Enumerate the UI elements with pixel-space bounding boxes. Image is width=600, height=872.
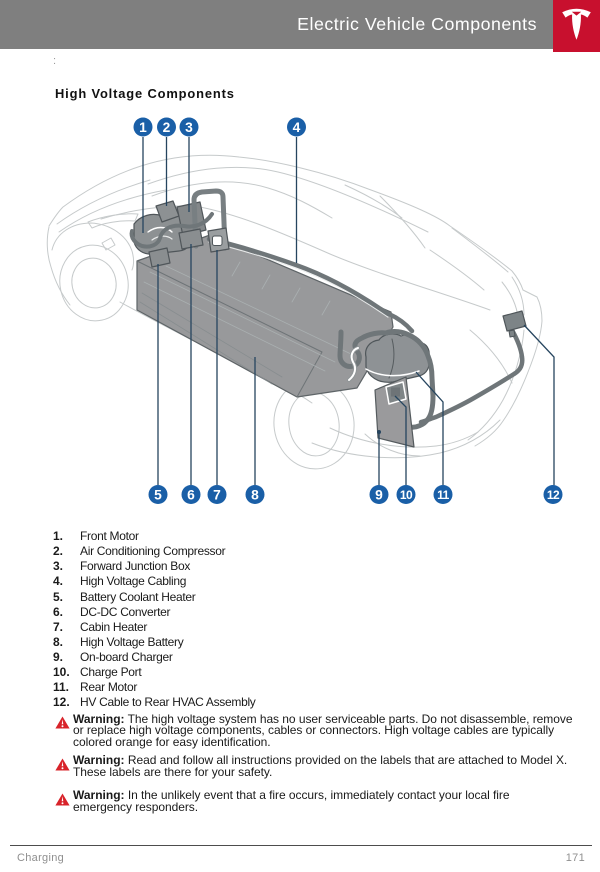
svg-text:6: 6 (187, 488, 195, 503)
svg-text:8: 8 (251, 488, 259, 503)
svg-text:12: 12 (547, 488, 560, 502)
svg-text:7: 7 (213, 488, 221, 503)
svg-text:2: 2 (163, 120, 171, 135)
svg-text:5: 5 (154, 488, 162, 503)
svg-text:3: 3 (185, 120, 193, 135)
svg-text:1: 1 (139, 120, 147, 135)
svg-text:4: 4 (293, 120, 301, 135)
svg-text:9: 9 (375, 488, 383, 503)
svg-text:11: 11 (437, 488, 450, 502)
svg-text:10: 10 (400, 488, 413, 502)
